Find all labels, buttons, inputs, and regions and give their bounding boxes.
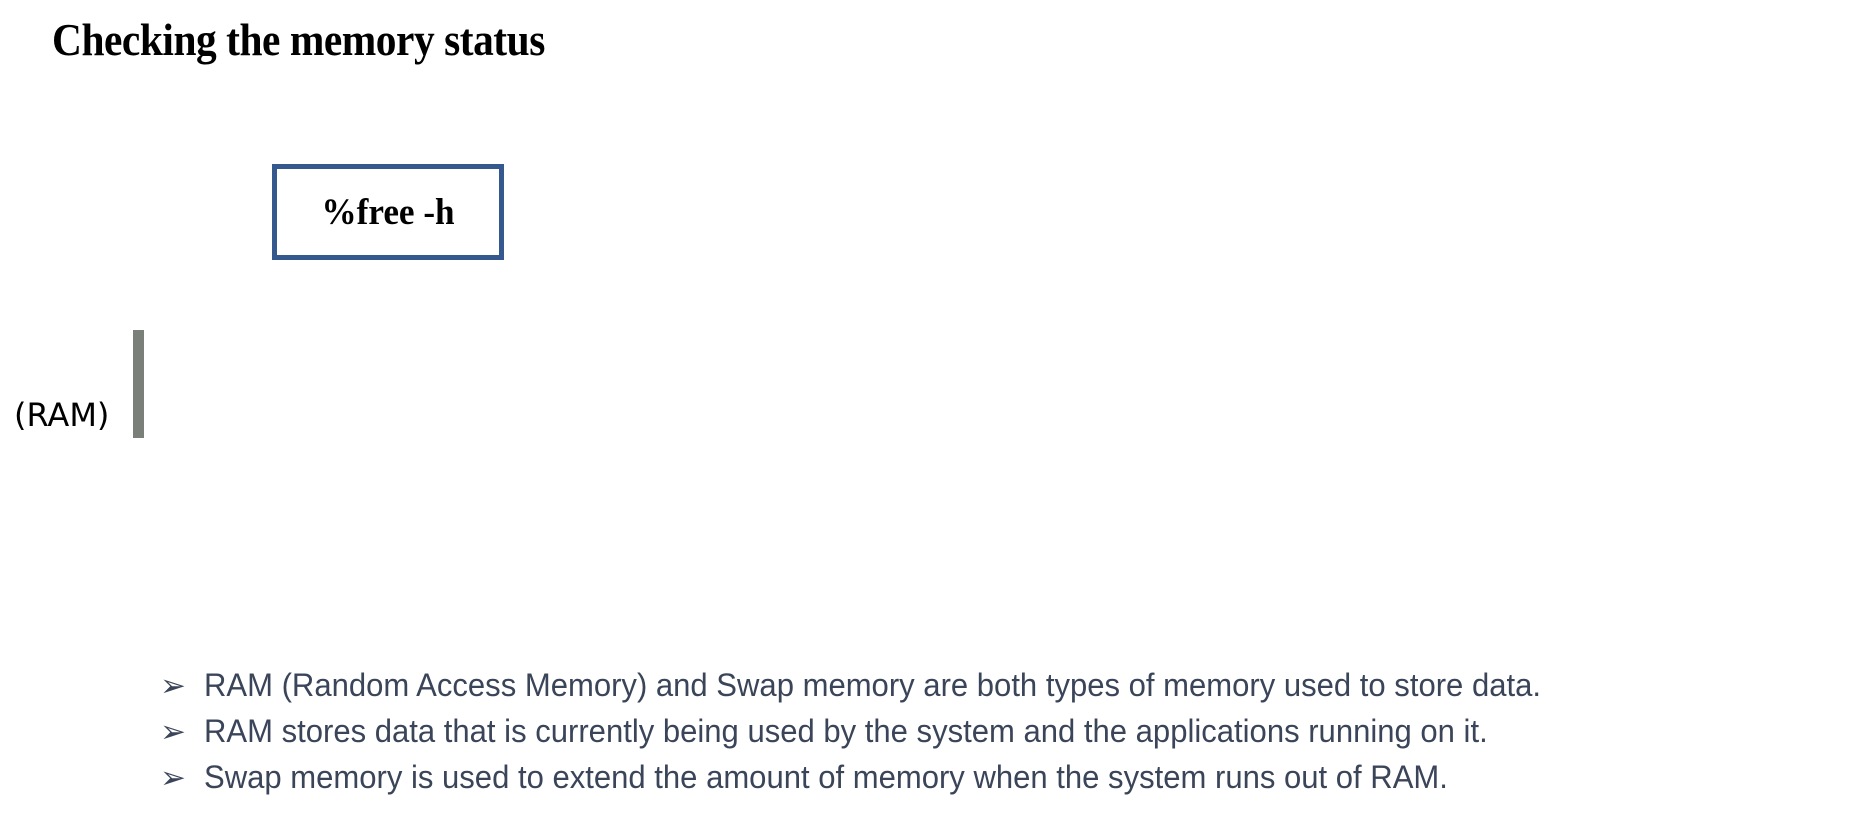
ram-annotation-label: (RAM) <box>14 396 110 434</box>
terminal-clipped-top-line <box>0 394 1856 438</box>
command-callout-box: %free -h <box>272 164 504 260</box>
terminal-marker-bar <box>133 330 144 438</box>
terminal-output-region: total used free shared buff/cache availa… <box>0 330 1856 438</box>
list-item-label: RAM (Random Access Memory) and Swap memo… <box>204 667 1541 703</box>
list-item: ➢ Swap memory is used to extend the amou… <box>160 754 1850 800</box>
terminal-text-block: total used free shared buff/cache availa… <box>0 330 1856 438</box>
page-title: Checking the memory status <box>52 15 545 65</box>
arrow-bullet-icon: ➢ <box>160 714 186 750</box>
arrow-bullet-icon: ➢ <box>160 668 186 704</box>
list-item-label: Swap memory is used to extend the amount… <box>204 759 1448 795</box>
bullet-list: ➢ RAM (Random Access Memory) and Swap me… <box>160 662 1850 800</box>
list-item: ➢ RAM (Random Access Memory) and Swap me… <box>160 662 1850 708</box>
list-item: ➢ RAM stores data that is currently bein… <box>160 708 1850 754</box>
command-text: %free -h <box>321 191 455 233</box>
list-item-label: RAM stores data that is currently being … <box>204 713 1488 749</box>
arrow-bullet-icon: ➢ <box>160 760 186 796</box>
